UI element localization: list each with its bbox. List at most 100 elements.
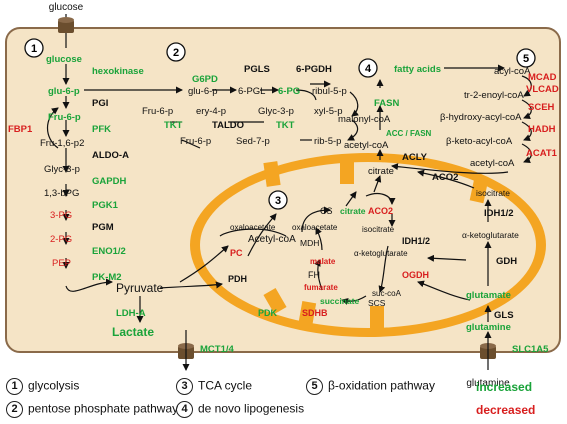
legend-marker-5: 5 — [306, 378, 323, 395]
fasn-label: FASN — [374, 98, 399, 109]
mct-label: MCT1/4 — [200, 344, 235, 355]
scs-label: SCS — [368, 298, 386, 308]
pgm-label: PGM — [92, 222, 114, 233]
lipo-acetyl-label: acetyl-coA — [344, 140, 389, 151]
tca-citrate-label: citrate — [340, 206, 366, 216]
oxaloacetate-b-label: oxaloacetate — [292, 223, 338, 232]
pyruvate-label: Pyruvate — [116, 281, 164, 295]
legend-boxid: 5 β-oxidation pathway — [306, 378, 435, 395]
fbp1-label: FBP1 — [8, 124, 33, 135]
gls-label: GLS — [494, 310, 514, 321]
pathway-number-markers: 1 2 3 4 5 — [24, 38, 536, 210]
ribul5p-label: ribul-5-p — [312, 86, 347, 97]
pathway-arrows — [46, 64, 532, 323]
marker-2: 2 — [173, 47, 179, 59]
glutamine-label: glutamine — [466, 322, 511, 333]
pgls-label: PGLS — [244, 64, 270, 75]
malate-label: malate — [310, 257, 336, 266]
tkt-left-label: TKT — [164, 120, 183, 131]
beta-oxidation-pathway: acyl-coA MCAD VLCAD tr-2-enoyl-coA SCEH … — [440, 66, 559, 169]
xyl5p-label: xyl-5-p — [314, 106, 343, 117]
mitochondrion — [190, 153, 546, 337]
vlcad-label: VLCAD — [526, 84, 559, 95]
g6pd-label: G6PD — [192, 74, 218, 85]
enoyl-label: tr-2-enoyl-coA — [464, 90, 524, 101]
marker-4: 4 — [365, 63, 372, 75]
legend-lipo: 4 de novo lipogenesis — [176, 401, 304, 418]
lipogenesis-pathway: fatty acids FASN malonyl-coA ACC / FASN … — [338, 64, 549, 355]
pdk-label: PDK — [258, 308, 278, 318]
ppp-fru6p-label: Fru-6-p — [142, 106, 173, 117]
pg6-label: 6-PG — [278, 86, 300, 97]
ppp-glu6p-label: glu-6-p — [188, 86, 218, 97]
tca-idh-label: IDH1/2 — [402, 236, 430, 246]
succinate-label: succinate — [320, 296, 359, 306]
mdh-label: MDH — [300, 238, 319, 248]
pfk-label: PFK — [92, 124, 111, 135]
sdhb-label: SDHB — [302, 308, 328, 318]
cs-label: CS — [320, 206, 333, 216]
pg2-label: 2-PG — [50, 234, 72, 245]
pg3-label: 3-PG — [50, 210, 72, 221]
ogdh-label: OGDH — [402, 270, 429, 280]
lipo-idh-label: IDH1/2 — [484, 208, 514, 219]
lipo-citrate-label: citrate — [368, 166, 394, 177]
tca-isocitrate-label: isocitrate — [362, 225, 395, 234]
lipo-akg-label: α-ketoglutarate — [462, 230, 519, 240]
glycolysis-pathway: glucose hexokinase glu-6-p PGI Fru-6-p P… — [8, 54, 235, 355]
legend-marker-1: 1 — [6, 378, 23, 395]
glu6p-label: glu-6-p — [48, 86, 80, 97]
glutamate-label: glutamate — [466, 290, 511, 301]
taldo-label: TALDO — [212, 120, 244, 131]
legend-increased: increased — [476, 380, 533, 394]
glucose-transporter — [58, 14, 74, 48]
keto-label: β-keto-acyl-coA — [446, 136, 513, 147]
ppp-pathway: G6PD glu-6-p 6-PGL PGLS 6-PG 6-PGDH ribu… — [142, 64, 347, 147]
slc1a5-label: SLC1A5 — [512, 344, 549, 355]
acat1-label: ACAT1 — [526, 148, 558, 159]
legend-tca-text: TCA cycle — [198, 378, 253, 393]
tca-cycle: oxaloacetate oxaloacetate PC Acetyl-coA … — [228, 206, 430, 318]
gdh-label: GDH — [496, 256, 517, 267]
lipo-aco2-label: ACO2 — [432, 172, 458, 183]
slc1a5-transporter — [480, 331, 496, 370]
lactate-label: Lactate — [112, 325, 154, 339]
malonyl-label: malonyl-coA — [338, 114, 391, 125]
fumarate-label: fumarate — [304, 283, 338, 292]
pgdh-label: 6-PGDH — [296, 64, 332, 75]
pkm2-label: PK-M2 — [92, 272, 122, 283]
glucose-label: glucose — [46, 54, 82, 65]
pdh-label: PDH — [228, 274, 247, 284]
ery4p-label: ery-4-p — [196, 106, 226, 117]
marker-3: 3 — [275, 195, 281, 207]
acc-label: ACC / FASN — [386, 129, 432, 138]
hadh-label: HADH — [528, 124, 556, 135]
glutamine-external: glutamine — [466, 378, 510, 389]
legend-glycolysis: 1 glycolysis — [6, 378, 79, 395]
legend-boxid-text: β-oxidation pathway — [328, 378, 435, 393]
ppp-fru6p-b-label: Fru-6-p — [180, 136, 211, 147]
tca-akg-label: α-ketoglutarate — [354, 249, 408, 258]
acly-label: ACLY — [402, 152, 428, 163]
glyc3p-label: Glyc-3-p — [44, 164, 80, 175]
marker-1: 1 — [31, 43, 37, 55]
aldoa-label: ALDO-A — [92, 150, 129, 161]
legend-marker-4: 4 — [176, 401, 193, 418]
acylcoa-label: acyl-coA — [494, 66, 531, 77]
tca-aco2-label: ACO2 — [368, 206, 393, 216]
lipo-isocitrate-label: isocitrate — [476, 188, 510, 198]
mcad-label: MCAD — [528, 72, 557, 83]
oxaloacetate-a-label: oxaloacetate — [230, 223, 276, 232]
legend-glycolysis-text: glycolysis — [28, 378, 80, 393]
eno-label: ENO1/2 — [92, 246, 126, 257]
fru16p2-label: Fru-1,6-p2 — [40, 138, 84, 149]
pep-label: PEP — [52, 258, 71, 269]
fh-label: FH — [308, 270, 320, 280]
pc-label: PC — [230, 248, 243, 258]
mct-transporter — [178, 330, 194, 371]
legend-lipo-text: de novo lipogenesis — [198, 401, 305, 416]
pgi-label: PGI — [92, 98, 108, 109]
